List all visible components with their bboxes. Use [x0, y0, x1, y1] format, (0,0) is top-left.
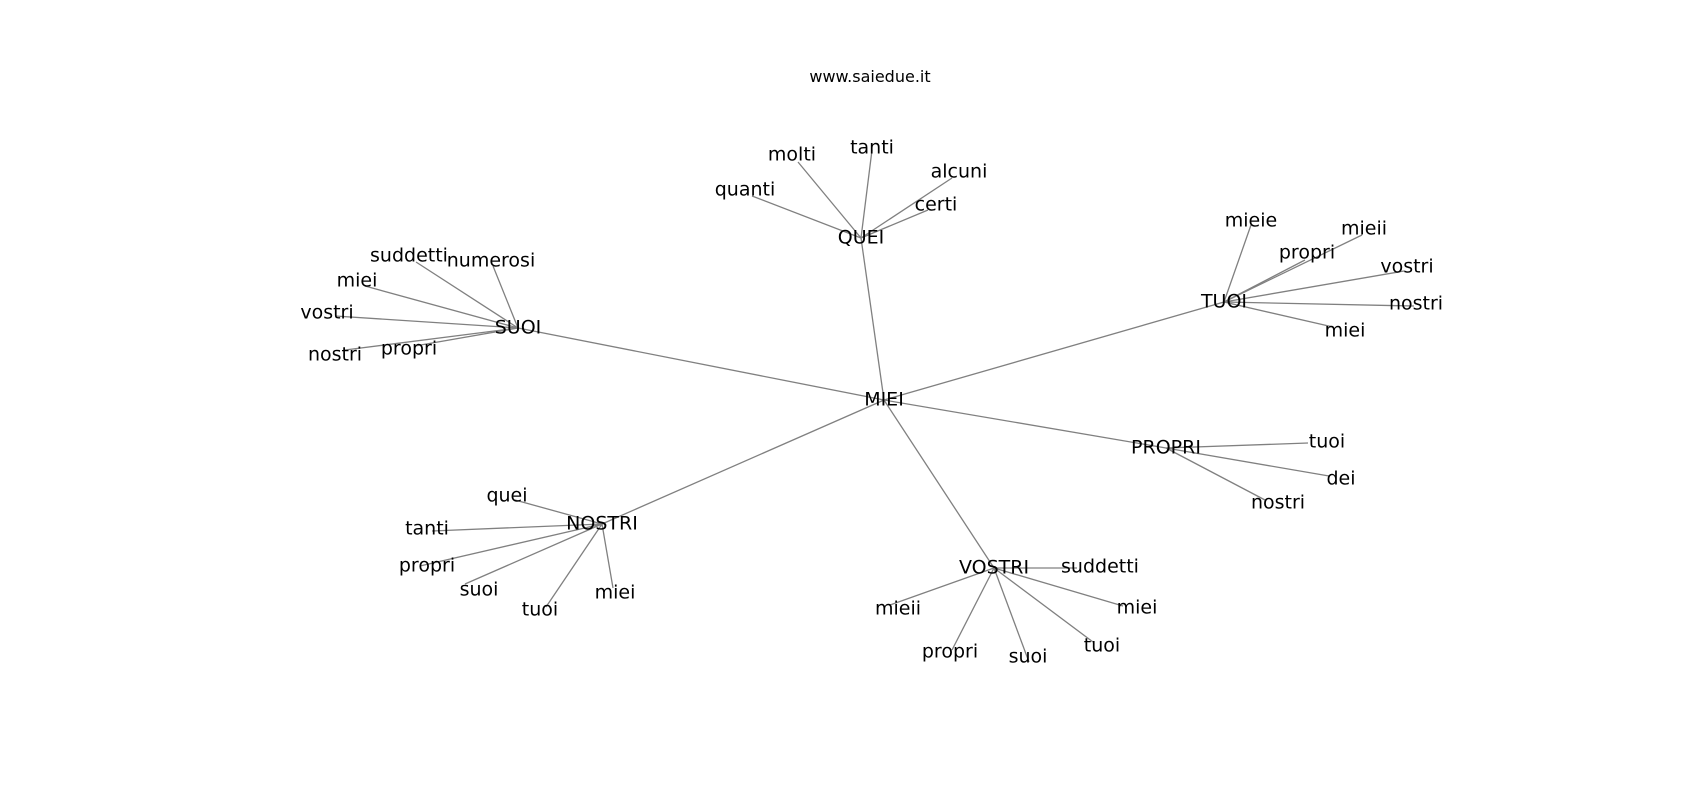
- edge-tuoi-mieii: [1223, 234, 1363, 303]
- hub-node-label: SUOI: [495, 317, 542, 339]
- edge-suoi-vostri: [334, 315, 519, 329]
- edge-propri-tuoi: [1165, 442, 1309, 449]
- edge-tuoi-propri: [1223, 259, 1306, 303]
- edge-quei-tanti: [860, 149, 873, 239]
- leaf-node-label: propri: [1279, 242, 1335, 264]
- edge-root-nostri: [601, 399, 885, 525]
- leaf-node-label: tanti: [850, 137, 894, 159]
- leaf-node-label: miei: [1117, 597, 1158, 619]
- leaf-node-label: propri: [922, 641, 978, 663]
- hub-node-label: NOSTRI: [566, 513, 638, 535]
- edge-quei-molti: [797, 161, 862, 239]
- edge-nostri-tuoi: [545, 523, 603, 608]
- edge-root-vostri: [883, 399, 995, 569]
- leaf-node-label: suddetti: [1061, 556, 1139, 578]
- edge-quei-quanti: [751, 195, 862, 239]
- edge-quei-certi: [860, 209, 929, 239]
- leaf-node-label: tuoi: [522, 599, 558, 621]
- hub-node-label: PROPRI: [1131, 437, 1201, 459]
- edge-vostri-tuoi: [993, 567, 1094, 643]
- leaf-node-label: certi: [915, 194, 958, 216]
- page-title: www.saiedue.it: [809, 67, 930, 86]
- edge-vostri-propri: [951, 567, 995, 651]
- edge-nostri-quei: [514, 499, 603, 525]
- edge-propri-nostri: [1165, 447, 1266, 501]
- edge-tuoi-miei: [1223, 301, 1334, 328]
- leaf-node-label: suoi: [460, 579, 499, 601]
- edge-suoi-miei: [364, 285, 519, 329]
- leaf-node-label: suoi: [1009, 646, 1048, 668]
- edge-suoi-propri: [414, 327, 519, 347]
- edge-root-suoi: [517, 327, 885, 401]
- leaf-node-label: propri: [381, 338, 437, 360]
- leaf-node-label: mieie: [1225, 210, 1277, 232]
- leaf-node-label: miei: [1325, 320, 1366, 342]
- edge-suoi-nostri: [344, 327, 519, 351]
- leaf-node-label: tuoi: [1309, 431, 1345, 453]
- hub-node-label: TUOI: [1200, 291, 1247, 313]
- leaf-node-label: mieii: [875, 598, 921, 620]
- hub-node-label: QUEI: [838, 227, 884, 249]
- leaf-node-label: nostri: [1251, 492, 1305, 514]
- leaf-node-label: tuoi: [1084, 635, 1120, 657]
- leaf-node-label: miei: [595, 582, 636, 604]
- leaf-node-label: nostri: [308, 344, 362, 366]
- edge-suoi-suddetti: [415, 261, 519, 329]
- edge-root-quei: [860, 237, 885, 401]
- edge-nostri-propri: [419, 523, 603, 567]
- edge-suoi-numerosi: [492, 265, 519, 329]
- leaf-node-label: propri: [399, 555, 455, 577]
- leaf-node-label: vostri: [300, 302, 353, 324]
- leaf-node-label: miei: [337, 270, 378, 292]
- edge-tuoi-nostri: [1223, 301, 1415, 307]
- edge-nostri-suoi: [464, 523, 603, 585]
- edge-vostri-mieii: [889, 567, 995, 606]
- leaf-node-label: quanti: [715, 179, 776, 201]
- edge-vostri-suoi: [993, 567, 1030, 663]
- leaf-node-label: suddetti: [370, 245, 448, 267]
- leaf-node-label: nostri: [1389, 293, 1443, 315]
- edge-quei-alcuni: [860, 177, 953, 239]
- edge-propri-dei: [1165, 447, 1330, 477]
- leaf-node-label: vostri: [1380, 256, 1433, 278]
- edge-tuoi-mieie: [1223, 224, 1252, 303]
- hub-node-label: VOSTRI: [959, 557, 1029, 579]
- leaf-node-label: alcuni: [931, 161, 988, 183]
- edge-nostri-tanti: [431, 523, 603, 532]
- root-node-label: MIEI: [864, 389, 904, 411]
- edge-nostri-miei: [601, 523, 614, 589]
- edge-vostri-miei: [993, 567, 1124, 607]
- leaf-node-label: numerosi: [447, 250, 535, 272]
- leaf-node-label: quei: [486, 485, 527, 507]
- leaf-node-label: molti: [768, 144, 816, 166]
- edge-root-propri: [883, 399, 1167, 449]
- edge-root-tuoi: [883, 301, 1225, 401]
- leaf-node-label: dei: [1326, 468, 1355, 490]
- leaf-node-label: mieii: [1341, 218, 1387, 240]
- edges-layer: [334, 149, 1415, 663]
- edge-tuoi-vostri: [1223, 270, 1405, 303]
- leaf-node-label: tanti: [405, 518, 449, 540]
